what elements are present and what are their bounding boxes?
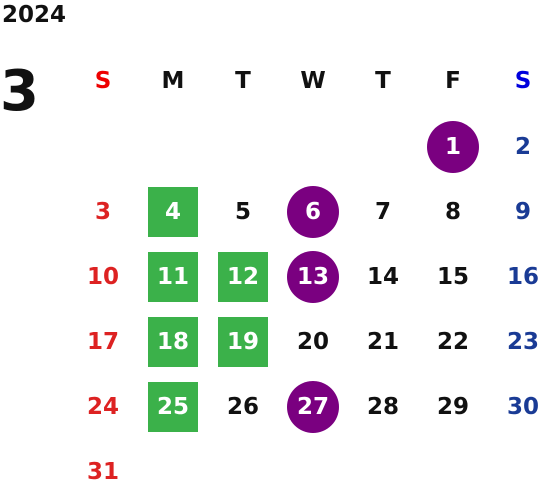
calendar-day-cell[interactable]: 20 [278, 309, 348, 374]
day-number [218, 447, 268, 497]
calendar-day-cell[interactable]: 31 [68, 439, 138, 504]
day-number: 24 [86, 393, 119, 420]
calendar-empty-cell [488, 439, 548, 504]
day-number: 14 [366, 263, 399, 290]
day-number-green-marked: 4 [148, 186, 198, 237]
day-number: 2 [514, 133, 531, 160]
calendar-empty-cell [418, 439, 488, 504]
day-number: 30 [506, 393, 539, 420]
calendar-day-cell[interactable]: 13 [278, 244, 348, 309]
day-number-purple-marked: 1 [427, 120, 479, 173]
day-number: 21 [366, 328, 399, 355]
weekday-header-friday: F [445, 68, 461, 94]
calendar-day-cell[interactable]: 29 [418, 374, 488, 439]
calendar-day-cell[interactable]: 10 [68, 244, 138, 309]
day-number: 20 [296, 328, 329, 355]
calendar-empty-cell [68, 114, 138, 179]
calendar-empty-cell [138, 439, 208, 504]
calendar-day-cell[interactable]: 11 [138, 244, 208, 309]
day-number-purple-marked: 27 [287, 380, 339, 433]
weekday-header-saturday: S [514, 68, 532, 94]
day-number: 8 [444, 198, 461, 225]
day-number-purple-marked: 6 [287, 185, 339, 238]
day-number: 5 [234, 198, 251, 225]
day-number: 31 [86, 458, 119, 485]
calendar-empty-cell [278, 114, 348, 179]
calendar-empty-cell [208, 439, 278, 504]
day-number: 3 [94, 198, 111, 225]
calendar-day-cell[interactable]: 19 [208, 309, 278, 374]
calendar-day-cell[interactable]: 14 [348, 244, 418, 309]
calendar-day-cell[interactable]: 6 [278, 179, 348, 244]
day-number [428, 447, 478, 497]
day-number: 9 [514, 198, 531, 225]
calendar-empty-cell [278, 439, 348, 504]
day-number: 26 [226, 393, 259, 420]
calendar-month: 3 [0, 59, 39, 124]
calendar-day-cell[interactable]: 26 [208, 374, 278, 439]
calendar-empty-cell [348, 439, 418, 504]
day-number-green-marked: 18 [148, 316, 198, 367]
calendar-day-cell[interactable]: 28 [348, 374, 418, 439]
day-number-green-marked: 19 [218, 316, 268, 367]
calendar-day-cell[interactable]: 23 [488, 309, 548, 374]
calendar-day-cell[interactable]: 15 [418, 244, 488, 309]
day-number-green-marked: 25 [148, 381, 198, 432]
calendar-day-cell[interactable]: 16 [488, 244, 548, 309]
calendar-day-cell[interactable]: 27 [278, 374, 348, 439]
calendar-year: 2024 [2, 2, 67, 28]
calendar-day-cell[interactable]: 17 [68, 309, 138, 374]
calendar-day-cell[interactable]: 8 [418, 179, 488, 244]
day-number: 22 [436, 328, 469, 355]
weekday-header-tuesday: T [235, 68, 251, 94]
calendar-day-cell[interactable]: 5 [208, 179, 278, 244]
calendar-day-cell[interactable]: 25 [138, 374, 208, 439]
day-number: 28 [366, 393, 399, 420]
calendar-day-cell[interactable]: 21 [348, 309, 418, 374]
day-number: 23 [506, 328, 539, 355]
calendar-day-cell[interactable]: 9 [488, 179, 548, 244]
day-number: 17 [86, 328, 119, 355]
day-number [78, 122, 128, 172]
calendar-day-cell[interactable]: 7 [348, 179, 418, 244]
calendar-day-cell[interactable]: 12 [208, 244, 278, 309]
calendar-day-cell[interactable]: 4 [138, 179, 208, 244]
day-number [218, 122, 268, 172]
calendar-day-cell[interactable]: 22 [418, 309, 488, 374]
day-number-purple-marked: 13 [287, 250, 339, 303]
day-number: 7 [374, 198, 391, 225]
day-number: 10 [86, 263, 119, 290]
day-number: 16 [506, 263, 539, 290]
day-number [358, 122, 408, 172]
weekday-header-wednesday: W [300, 68, 326, 94]
day-number [148, 447, 198, 497]
day-number-green-marked: 12 [218, 251, 268, 302]
calendar-empty-cell [348, 114, 418, 179]
day-number [358, 447, 408, 497]
calendar-day-cell[interactable]: 30 [488, 374, 548, 439]
day-number [498, 447, 548, 497]
weekday-header-monday: M [161, 68, 185, 94]
day-number: 15 [436, 263, 469, 290]
day-number [288, 447, 338, 497]
weekday-header-thursday: T [375, 68, 391, 94]
day-number [148, 122, 198, 172]
day-number: 29 [436, 393, 469, 420]
calendar-day-cell[interactable]: 24 [68, 374, 138, 439]
calendar-empty-cell [138, 114, 208, 179]
calendar-day-cell[interactable]: 3 [68, 179, 138, 244]
day-number [288, 122, 338, 172]
day-number-green-marked: 11 [148, 251, 198, 302]
calendar-day-cell[interactable]: 2 [488, 114, 548, 179]
calendar-empty-cell [208, 114, 278, 179]
calendar-day-cell[interactable]: 18 [138, 309, 208, 374]
calendar-day-cell[interactable]: 1 [418, 114, 488, 179]
weekday-header-sunday: S [94, 68, 112, 94]
